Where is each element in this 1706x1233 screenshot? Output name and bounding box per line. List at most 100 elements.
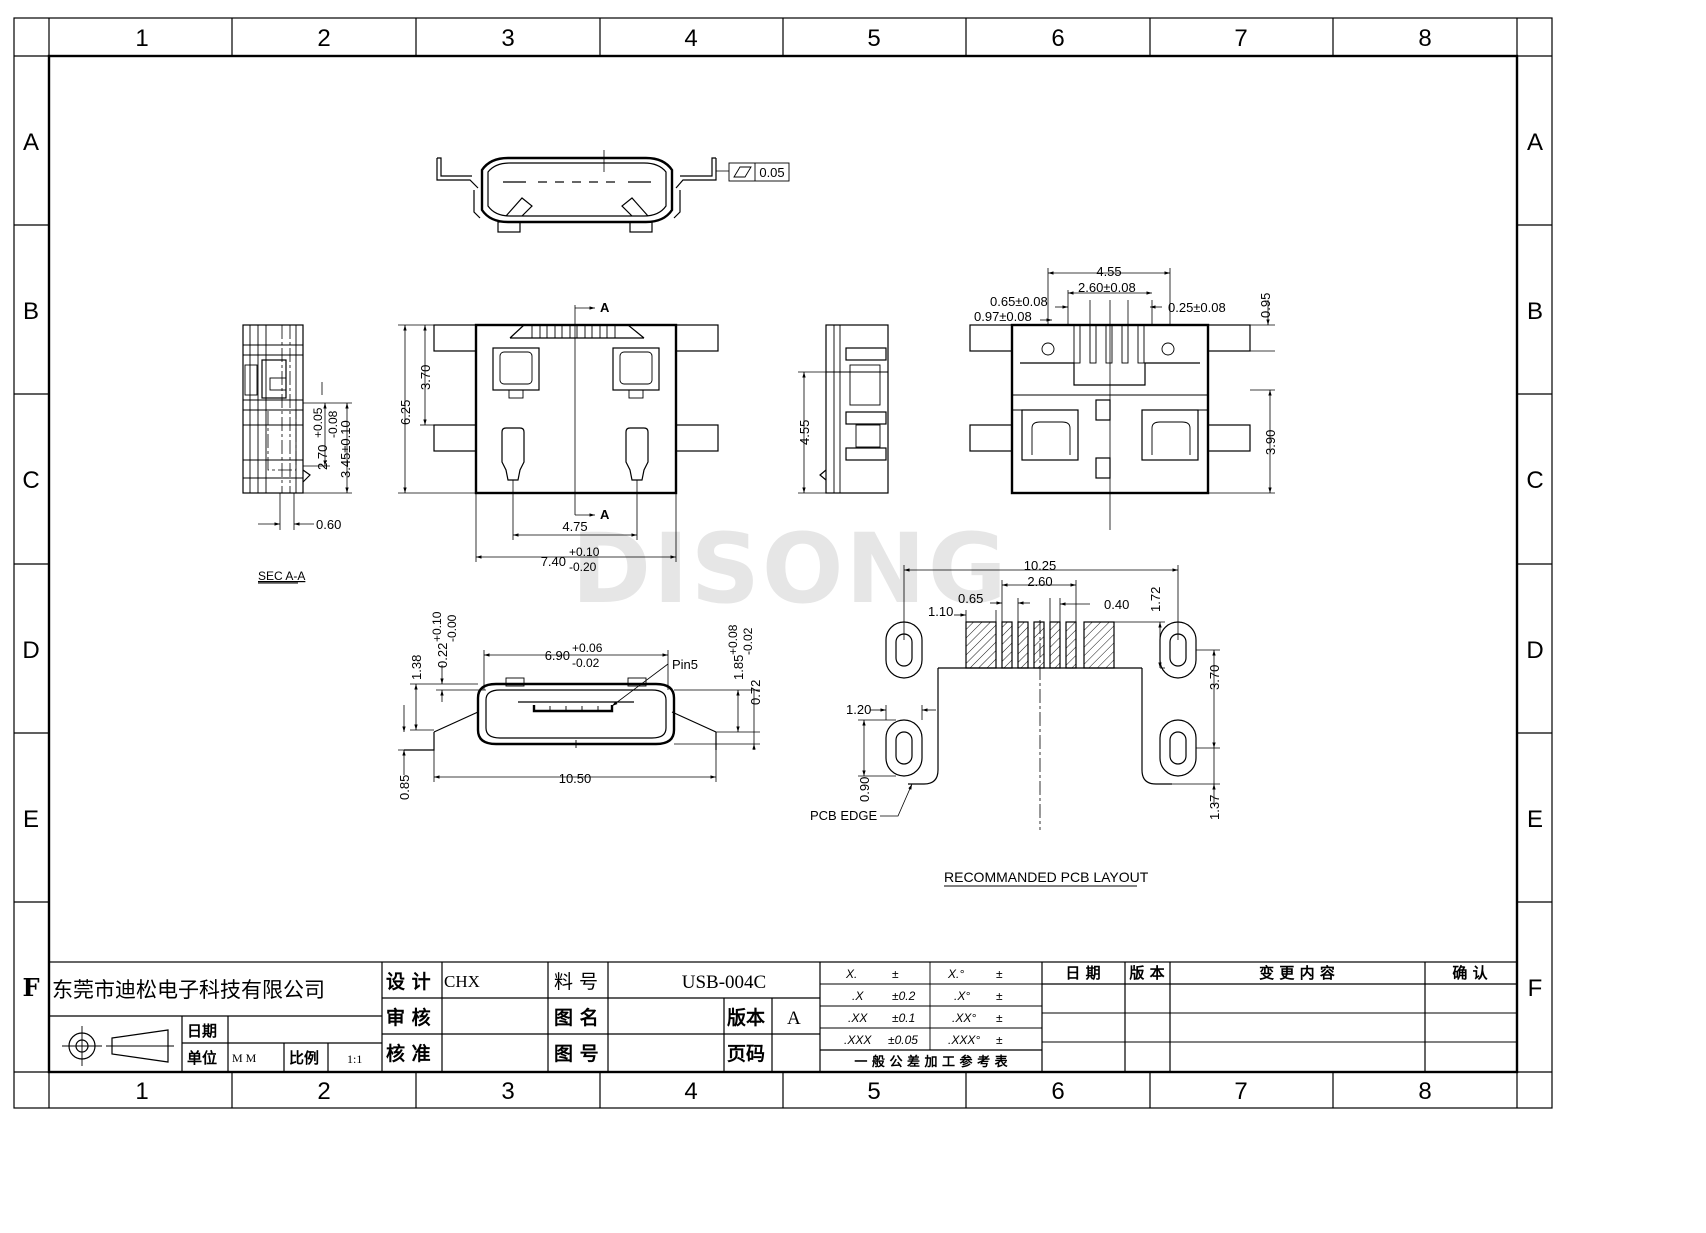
section-marker-top: A [600, 300, 610, 315]
row-label: E [23, 806, 39, 833]
column-labels-bottom: 1 2 3 4 5 6 7 8 [135, 1078, 1431, 1105]
section-marker-bottom: A [600, 507, 610, 522]
top-dim-475: 4.75 [562, 519, 587, 534]
front-dim-185-tol-up: +0.08 [726, 624, 740, 655]
revision-header-date: 日 期 [1065, 964, 1100, 982]
top-dim-370: 3.70 [418, 365, 433, 390]
tol-cell: .XXX° [948, 1033, 980, 1047]
tol-cell: ±0.2 [892, 989, 916, 1003]
col-label: 6 [1051, 25, 1064, 52]
col-label: 7 [1234, 1078, 1247, 1105]
tol-cell: ±0.1 [892, 1011, 915, 1025]
row-label: B [1527, 298, 1543, 325]
row-labels-left: A B C D E F [22, 129, 39, 1002]
review-label: 审 核 [386, 1006, 431, 1029]
column-dividers [231, 18, 1334, 1108]
pcb-edge-label: PCB EDGE [810, 808, 878, 823]
bottom-pins [1073, 324, 1145, 364]
front-dim-022-tol-up: +0.10 [430, 611, 444, 642]
tol-cell: .XXX [844, 1033, 872, 1047]
front-dim-072: 0.72 [748, 680, 763, 705]
pcb-dim-090: 0.90 [857, 777, 872, 802]
top-pins [531, 324, 616, 339]
revision-header-change: 变 更 内 容 [1259, 964, 1335, 982]
sec-dim-270-tol-dn: -0.08 [326, 410, 340, 438]
tol-cell: .X [852, 989, 864, 1003]
top-dim-740: 7.40 [541, 554, 566, 569]
top-front-view: 0.05 [436, 150, 790, 233]
tol-cell: ± [996, 1033, 1003, 1047]
drawing-no-label: 图 号 [554, 1043, 599, 1065]
front-dim-138: 1.38 [409, 655, 424, 680]
third-angle-projection-icon [62, 1026, 174, 1066]
top-dim-740-tol-dn: -0.20 [569, 560, 597, 574]
tol-cell: ± [996, 989, 1003, 1003]
tol-cell: .X° [954, 989, 970, 1003]
design-value: CHX [444, 972, 480, 991]
pcb-dim-1025: 10.25 [1024, 558, 1057, 573]
sec-dim-345: 3.45±0.10 [338, 420, 353, 478]
tol-cell: X. [845, 967, 857, 981]
front-dim-185-tol-dn: -0.02 [741, 627, 755, 655]
pin5-label: Pin5 [672, 657, 698, 672]
pcb-dim-137: 1.37 [1207, 795, 1222, 820]
row-label: D [22, 637, 39, 664]
col-label: 1 [135, 25, 148, 52]
row-labels-right: A B C D E F [1526, 129, 1543, 1002]
part-no-value: USB-004C [682, 972, 766, 993]
col-label: 2 [317, 1078, 330, 1105]
pcb-dim-040: 0.40 [1104, 597, 1129, 612]
bot-dim-390: 3.90 [1263, 430, 1278, 455]
row-label: C [22, 467, 39, 494]
tol-cell: ± [996, 967, 1003, 981]
drawing-name-label: 图 名 [554, 1006, 599, 1029]
front-dim-022-tol-dn: -0.00 [445, 614, 459, 642]
front-dim-1050: 10.50 [559, 771, 592, 786]
front-dim-185: 1.85 [731, 655, 746, 680]
pcb-dim-120: 1.20 [846, 702, 871, 717]
top-plan-view: A A 6.25 3.70 4.75 7.40 +0.10 -0.20 [398, 300, 719, 574]
sec-dim-060: 0.60 [316, 517, 341, 532]
company-name: 东莞市迪松电子科技有限公司 [52, 978, 325, 1002]
bot-dim-025: 0.25±0.08 [1168, 300, 1226, 315]
top-dim-625: 6.25 [398, 400, 413, 425]
sec-dim-270: 2.70 [315, 445, 330, 470]
section-a-a-view: 2.70 +0.05 -0.08 3.45±0.10 0.60 SEC A-A [242, 324, 353, 584]
date-label: 日期 [187, 1022, 217, 1040]
col-label: 3 [501, 25, 514, 52]
side-view: 4.55 [797, 324, 889, 494]
row-label: C [1526, 467, 1543, 494]
col-label: 7 [1234, 25, 1247, 52]
flatness-callout: 0.05 [716, 162, 790, 182]
front-dim-022: 0.22 [435, 643, 450, 668]
approve-label: 核 准 [386, 1042, 431, 1065]
col-label: 2 [317, 25, 330, 52]
pcb-dim-260: 2.60 [1027, 574, 1052, 589]
tol-cell: ±0.05 [888, 1033, 918, 1047]
col-label: 4 [684, 25, 697, 52]
pcb-pads [965, 621, 1115, 669]
bot-dim-095: 0.95 [1258, 293, 1273, 318]
front-pins [532, 705, 614, 713]
tol-cell: ± [996, 1011, 1003, 1025]
unit-label: 单位 [187, 1049, 217, 1067]
tol-cell: .XX° [952, 1011, 976, 1025]
row-label: F [22, 973, 39, 1002]
scale-label: 比例 [289, 1049, 319, 1067]
tol-cell: .XX [848, 1011, 868, 1025]
page-label: 页码 [727, 1043, 765, 1065]
front-dim-690: 6.90 [545, 648, 570, 663]
col-label: 8 [1418, 25, 1431, 52]
col-label: 3 [501, 1078, 514, 1105]
pcb-layout-title: RECOMMANDED PCB LAYOUT [944, 869, 1149, 885]
col-label: 6 [1051, 1078, 1064, 1105]
row-label: B [23, 298, 39, 325]
side-dim-455: 4.55 [797, 420, 812, 445]
version-value: A [787, 1008, 801, 1029]
pcb-dim-370: 3.70 [1207, 665, 1222, 690]
bot-dim-455: 4.55 [1096, 264, 1121, 279]
drawing-sheet: DISONG 1 2 3 4 5 6 7 8 1 2 3 4 5 [13, 17, 1553, 1109]
flatness-tolerance: 0.05 [759, 165, 784, 180]
design-label: 设 计 [386, 971, 431, 993]
col-label: 1 [135, 1078, 148, 1105]
